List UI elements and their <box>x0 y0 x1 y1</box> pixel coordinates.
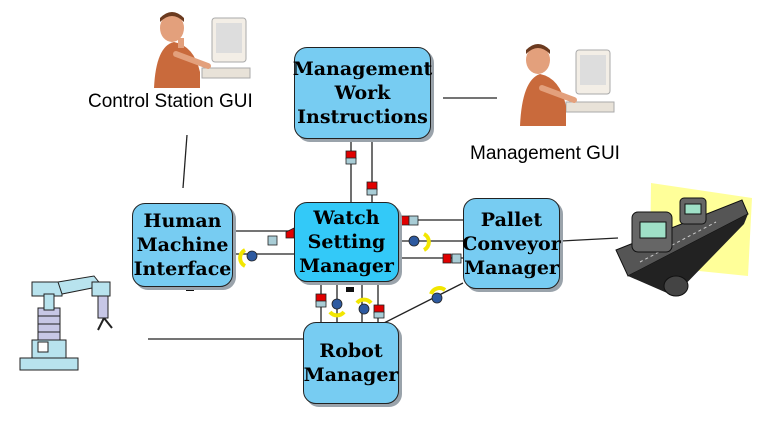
required-interface <box>238 248 247 268</box>
provided-interface <box>358 303 370 315</box>
port-stub <box>346 287 354 292</box>
connector-hmi-control-station <box>182 134 188 189</box>
required-interface <box>422 232 431 252</box>
provided-port <box>451 253 462 264</box>
required-interface <box>328 310 346 318</box>
person-at-computer-icon <box>520 44 615 126</box>
provided-port <box>408 215 419 226</box>
provided-port <box>373 311 385 319</box>
pallet-conveyor-manager-component[interactable]: Pallet Conveyor Manager <box>462 198 561 289</box>
control-station-gui-label: Control Station GUI <box>88 91 253 112</box>
provided-interface <box>331 298 343 310</box>
provided-interface <box>246 250 258 262</box>
connector-pallet-robot <box>379 282 464 326</box>
robot-arm-icon <box>19 275 113 371</box>
provided-interface <box>431 292 443 304</box>
connector-pallet-conveyor <box>560 237 619 242</box>
required-port <box>285 227 295 239</box>
provided-port <box>366 188 378 196</box>
provided-port <box>315 300 327 308</box>
interface-symbols <box>186 150 462 330</box>
robot-manager-component[interactable]: Robot Manager <box>303 322 399 404</box>
management-gui-label: Management GUI <box>470 143 620 164</box>
port-stub <box>186 286 194 291</box>
provided-port <box>267 235 278 246</box>
watch-conveyor-icon <box>615 183 752 297</box>
required-interface <box>429 286 447 295</box>
required-interface <box>355 297 373 305</box>
required-port <box>400 215 410 226</box>
person-at-computer-icon <box>154 12 251 88</box>
required-port <box>442 253 452 264</box>
management-work-instructions-component[interactable]: Management Work Instructions <box>293 47 432 139</box>
human-machine-interface-component[interactable]: Human Machine Interface <box>132 203 233 287</box>
provided-interface <box>408 235 420 247</box>
provided-port <box>345 157 357 165</box>
watch-setting-manager-component[interactable]: Watch Setting Manager <box>294 202 399 282</box>
